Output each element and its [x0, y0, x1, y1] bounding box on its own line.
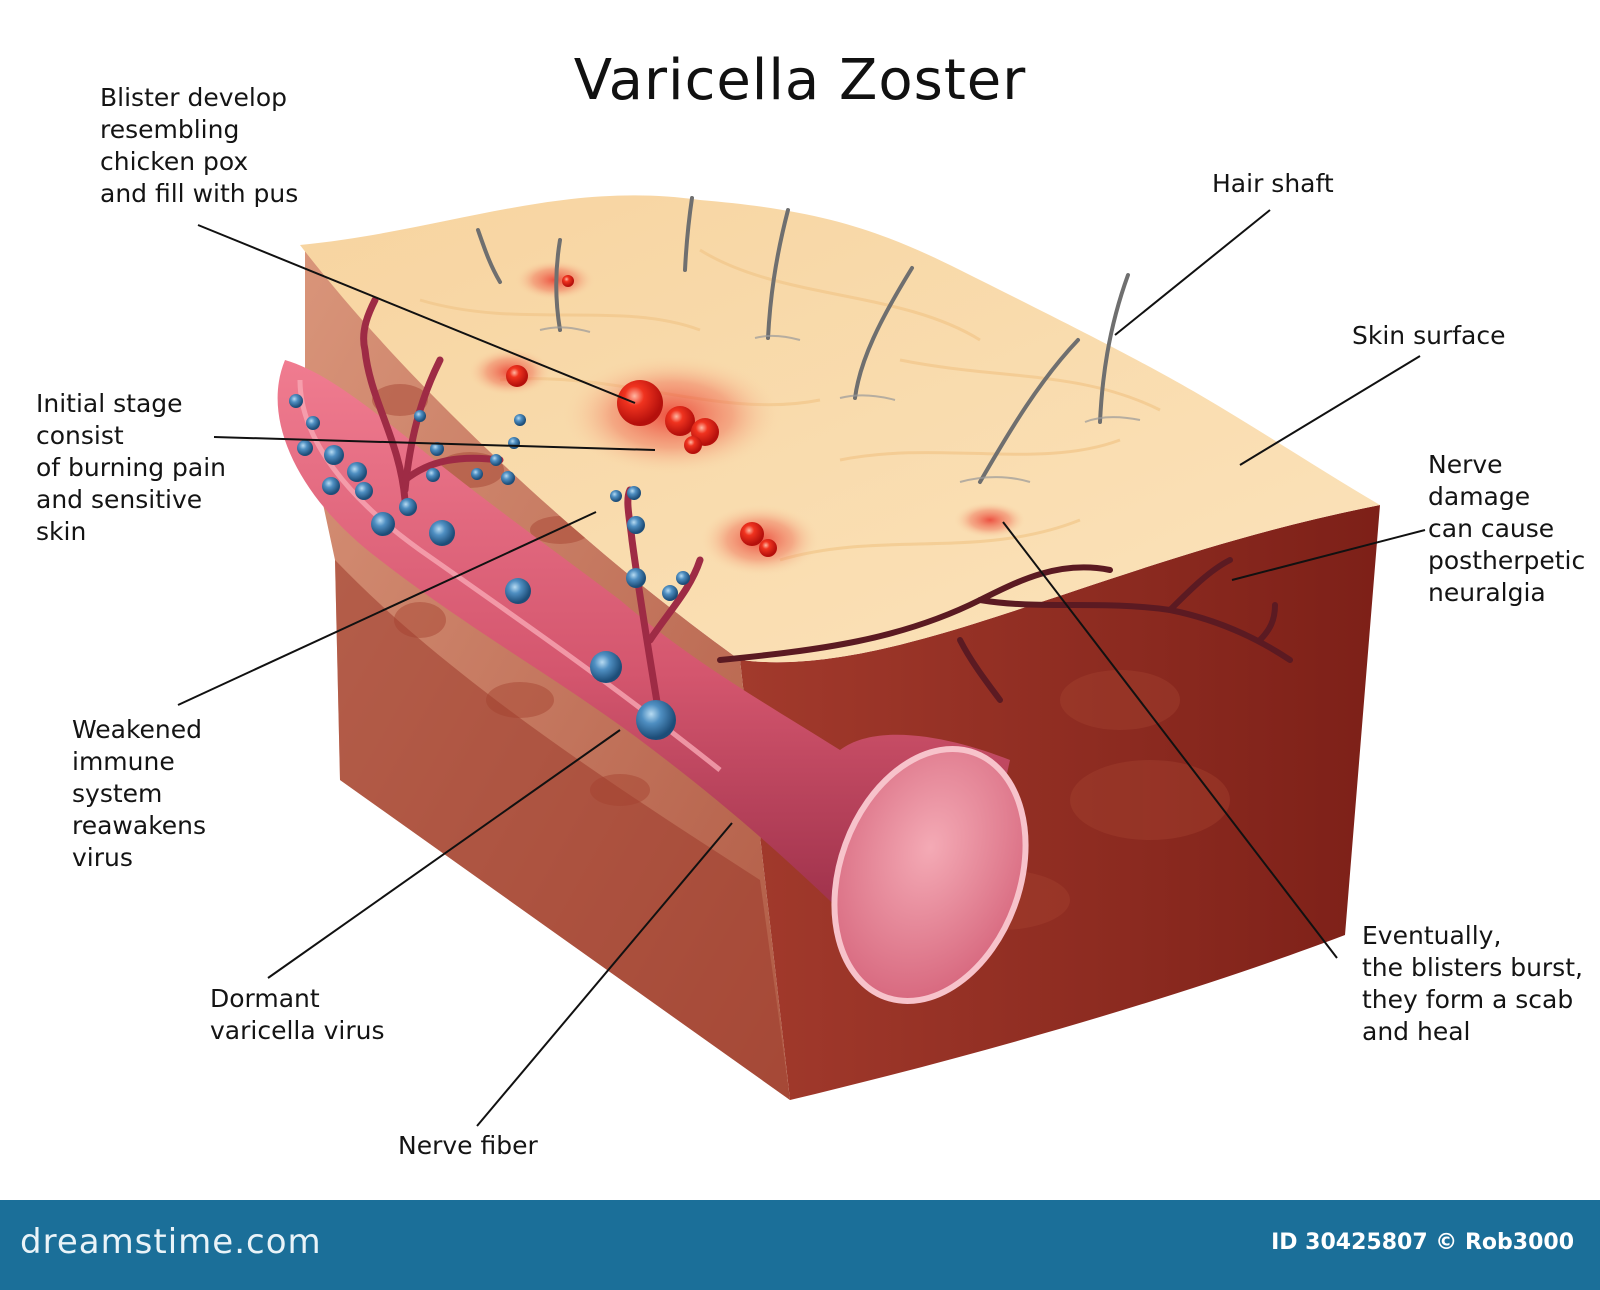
label-eventually: Eventually, the blisters burst, they for…: [1362, 921, 1583, 1046]
leader-nerve-damage: [1231, 529, 1426, 581]
label-blister: Blister develop resembling chicken pox a…: [100, 83, 299, 208]
skin-top-surface: [300, 195, 1380, 663]
damaged-nerve-branches: [717, 557, 1293, 703]
leader-initial-stage: [213, 436, 656, 451]
label-weakened-immune: Weakened immune system reawakens virus: [72, 715, 207, 872]
label-hair-shaft: Hair shaft: [1212, 169, 1334, 198]
footer-credit: ID 30425807 © Rob3000: [1271, 1230, 1574, 1255]
leader-lines: [177, 209, 1426, 1127]
virus-particles: [289, 394, 690, 740]
nerve-branches: [360, 296, 704, 724]
label-dormant-virus: Dormant varicella virus: [210, 984, 385, 1045]
leader-dormant-virus: [267, 729, 621, 979]
skin-cross-section-illustration: [177, 195, 1426, 1127]
diagram-title: Varicella Zoster: [573, 48, 1027, 113]
nerve-fiber-cross-section: [831, 746, 1029, 1004]
leader-eventually: [1002, 521, 1338, 959]
footer-brand: dreamstime.com: [20, 1222, 322, 1262]
nerve-fiber-tube: [277, 360, 1011, 986]
label-nerve-fiber: Nerve fiber: [398, 1131, 538, 1160]
leader-blister: [197, 224, 636, 404]
label-initial-stage: Initial stage consist of burning pain an…: [36, 389, 227, 546]
diagram-stage: Varicella Zoster Blister develop resembl…: [36, 48, 1586, 1160]
blisters: [468, 260, 1026, 576]
leader-skin-surface: [1239, 355, 1421, 466]
leader-nerve-fiber: [476, 822, 733, 1127]
leader-hair-shaft: [1114, 209, 1271, 336]
label-skin-surface: Skin surface: [1352, 321, 1506, 350]
deep-tissue-layer: [335, 560, 790, 1100]
leader-weakened-immune: [177, 511, 597, 706]
watermark-footer: dreamstime.com ID 30425807 © Rob3000: [0, 1200, 1600, 1290]
hair-shafts: [476, 196, 1130, 484]
label-nerve-damage: Nerve damage can cause postherpetic neur…: [1428, 450, 1586, 607]
